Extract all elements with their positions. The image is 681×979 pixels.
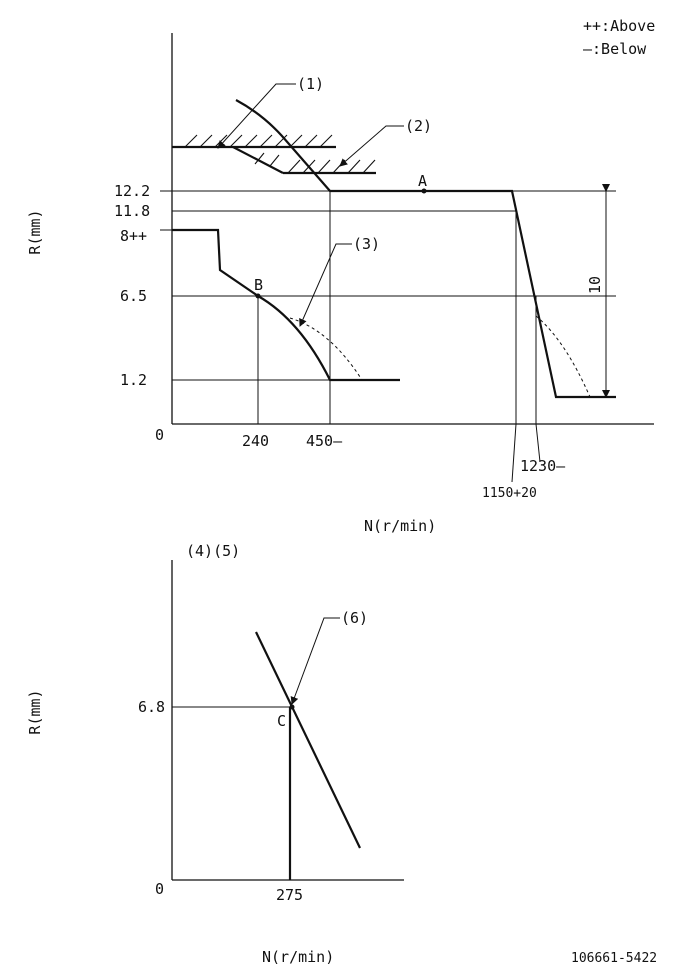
callout-1-label: (1): [297, 75, 324, 93]
point-a-label: A: [418, 172, 427, 190]
callout-3-leader: [299, 243, 352, 327]
leader-1150: [511, 423, 517, 483]
callout-6-leader: [290, 617, 340, 705]
point-a: [421, 188, 427, 194]
x-tick-1230: 1230—: [520, 457, 566, 475]
y-tick-8: 8++: [120, 227, 147, 245]
point-b: [255, 293, 261, 299]
callout-2-leader: [339, 125, 404, 167]
idle-curve: [172, 228, 400, 382]
callout-6-label: (6): [341, 609, 368, 627]
full-load-lower-step: [232, 146, 284, 174]
legend-above: ++:Above: [583, 17, 655, 35]
top-x-axis-label: N(r/min): [364, 517, 436, 535]
leader-1230: [535, 423, 541, 463]
origin-bottom: 0: [155, 880, 164, 898]
top-y-axis-label: R(mm): [26, 209, 44, 254]
point-c: [289, 704, 295, 710]
dimension-label: 10: [586, 276, 604, 294]
x-tick-450: 450—: [306, 432, 343, 450]
origin-top: 0: [155, 426, 164, 444]
legend-below: —:Below: [583, 40, 647, 58]
bottom-header: (4)(5): [186, 542, 240, 560]
y-tick-12-2: 12.2: [114, 182, 150, 200]
callout-3-label: (3): [353, 235, 380, 253]
top-chart: A B 10 (1) (2) (3) 12.2 11.8 8++ 6.5 1.2…: [26, 33, 654, 535]
y-tick-11-8: 11.8: [114, 202, 150, 220]
droop-line: [255, 631, 361, 849]
y-tick-6-8: 6.8: [138, 698, 165, 716]
callout-1-leader: [217, 83, 296, 149]
hatched-region-1: [172, 134, 336, 149]
document-id: 106661-5422: [571, 951, 657, 966]
point-c-label: C: [277, 712, 286, 730]
y-tick-1-2: 1.2: [120, 371, 147, 389]
point-b-label: B: [254, 276, 263, 294]
bottom-x-axis-label: N(r/min): [262, 948, 334, 966]
full-load-curve: [235, 99, 616, 399]
y-tick-6-5: 6.5: [120, 287, 147, 305]
dashed-curve-idle: [289, 317, 363, 381]
dashed-curve-high: [535, 315, 591, 398]
bottom-y-axis-label: R(mm): [26, 689, 44, 734]
hatched-region-2: [254, 152, 376, 175]
x-tick-275: 275: [276, 886, 303, 904]
x-tick-240: 240: [242, 432, 269, 450]
callout-2-label: (2): [405, 117, 432, 135]
x-tick-1150: 1150+20: [482, 486, 537, 501]
bottom-chart: (4)(5) C (6) 6.8 0 275 R(mm) N(r/min): [26, 542, 404, 966]
